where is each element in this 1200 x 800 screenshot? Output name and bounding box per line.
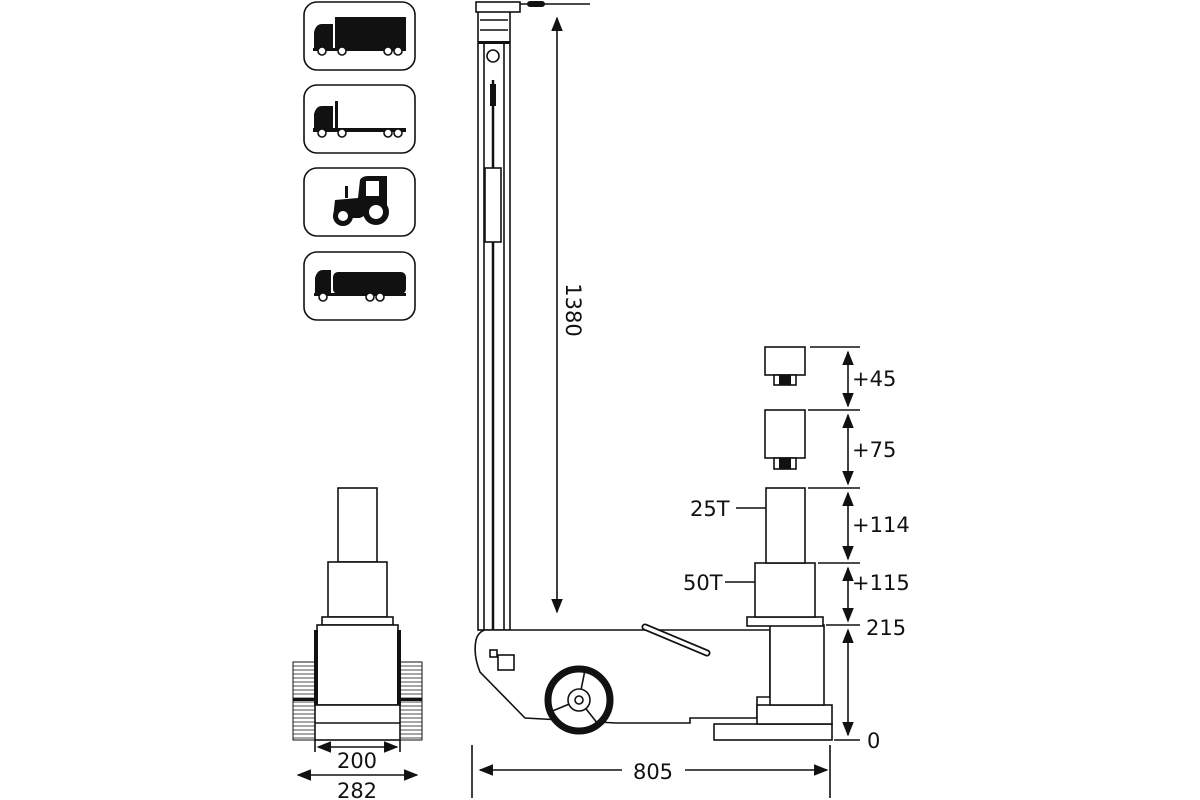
length-label: 805 [633, 760, 673, 784]
adapter-45-label: +45 [852, 367, 896, 391]
stage-50t [754, 562, 816, 618]
outer-width-label: 282 [337, 779, 377, 800]
stage-25t [765, 487, 806, 564]
min-height-label: 215 [866, 616, 906, 640]
adapter-75-label: +75 [852, 438, 896, 462]
box-truck-icon [303, 1, 416, 71]
front-view [292, 487, 423, 741]
tractor-icon [303, 167, 416, 237]
tanker-truck-icon [303, 251, 416, 321]
stage-50t-label: 50T [683, 571, 723, 595]
cylinder-stack [713, 346, 833, 741]
adapter-45 [764, 346, 806, 376]
stage-25t-height-label: +114 [852, 513, 910, 537]
jack-body [474, 623, 771, 724]
height-dimensions [808, 346, 860, 741]
handle-height-label: 1380 [561, 283, 585, 336]
inner-width-label: 200 [337, 749, 377, 773]
stage-50t-height-label: +115 [852, 571, 910, 595]
flatbed-truck-icon [303, 84, 416, 154]
adapter-75 [764, 409, 806, 459]
ground-label: 0 [867, 729, 880, 753]
stage-25t-label: 25T [690, 497, 730, 521]
wheel [544, 665, 614, 735]
